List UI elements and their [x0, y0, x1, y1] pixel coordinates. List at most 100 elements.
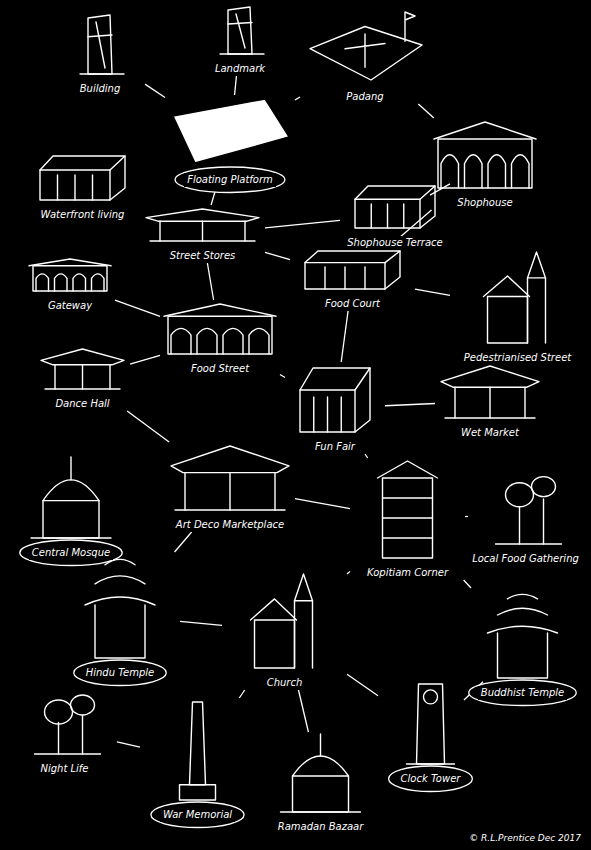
building-sketch: [450, 250, 585, 365]
place-label: Local Food Gathering: [469, 552, 582, 566]
sketch-stroke: [378, 461, 438, 478]
sketch-stroke: [383, 478, 433, 558]
sketch-stroke: [110, 156, 125, 200]
sketch-stroke: [405, 12, 415, 41]
connector-line: [464, 580, 471, 588]
label-ellipse: [151, 802, 244, 828]
sketch-stroke: [498, 633, 548, 678]
sketch-stroke: [364, 267, 365, 289]
sketch-stroke: [445, 417, 535, 418]
sketch-stroke: [59, 716, 83, 755]
connector-line: [235, 76, 237, 95]
sketch-stroke: [434, 122, 536, 139]
place-label: Art Deco Marketplace: [173, 518, 287, 532]
sketch-stroke: [175, 509, 285, 510]
building-node: Dance Hall: [35, 345, 130, 411]
sketch-stroke: [385, 251, 400, 289]
sketch-stroke: [249, 328, 269, 354]
sketch-stroke: [40, 156, 125, 170]
place-label: Shophouse: [454, 196, 515, 210]
sketch-stroke: [455, 387, 525, 418]
building-node: Central Mosque: [12, 455, 130, 560]
sketch-stroke: [43, 480, 99, 538]
label-ellipse: [74, 660, 167, 686]
sketch-stroke: [528, 252, 546, 278]
sketch-stroke: [324, 267, 325, 289]
connector-line: [298, 690, 308, 732]
sketch-stroke: [168, 316, 272, 354]
sketch-stroke: [220, 14, 264, 54]
sketch-stroke: [293, 756, 349, 812]
building-sketch: [268, 732, 373, 834]
place-label: Food Street: [188, 362, 252, 376]
connector-line: [347, 571, 350, 574]
sketch-stroke: [95, 576, 145, 584]
place-label: Waterfront living: [38, 208, 128, 222]
sketch-stroke: [173, 99, 289, 163]
sketch-stroke: [300, 368, 370, 390]
sketch-stroke: [438, 139, 532, 188]
sketch-stroke: [293, 775, 349, 776]
connector-line: [385, 403, 435, 405]
place-label: Hindu Temple: [83, 666, 158, 680]
building-node: Hindu Temple: [60, 552, 180, 680]
connector-line: [465, 516, 468, 517]
sketch-stroke: [43, 500, 99, 501]
place-label: Church: [264, 676, 306, 690]
sketch-stroke: [45, 388, 120, 389]
sketch-stroke: [74, 175, 75, 200]
sketch-stroke: [40, 170, 110, 200]
sketch-stroke: [295, 574, 313, 601]
connector-line: [145, 84, 165, 97]
place-label: Padang: [343, 90, 386, 104]
sketch-stroke: [150, 240, 255, 241]
building-node: Gateway: [25, 255, 115, 313]
sketch-stroke: [180, 785, 216, 800]
sketch-stroke: [355, 199, 420, 228]
sketch-stroke: [88, 35, 112, 37]
sketch-stroke: [160, 221, 245, 241]
place-label: War Memorial: [160, 808, 235, 822]
sketch-stroke: [33, 266, 107, 291]
sketch-stroke: [305, 263, 385, 289]
sketch-stroke: [344, 267, 345, 289]
sketch-stroke: [327, 397, 328, 432]
sketch-stroke: [105, 559, 135, 564]
building-node: Wet Market: [435, 362, 545, 440]
place-label: Ramadan Bazaar: [275, 820, 367, 834]
building-node: Kopitiam Corner: [350, 458, 465, 580]
place-label: Shophouse Terrace: [344, 236, 446, 250]
connector-line: [418, 104, 434, 118]
place-label: Floating Platform: [184, 173, 276, 187]
sketch-stroke: [146, 209, 259, 221]
sketch-stroke: [171, 328, 191, 354]
sketch-stroke: [355, 368, 370, 432]
building-node: Food Street: [160, 300, 280, 376]
sketch-stroke: [420, 186, 435, 228]
sketch-stroke: [383, 497, 433, 498]
sketch-stroke: [441, 366, 539, 387]
connector-line: [239, 690, 244, 698]
connector-line: [130, 355, 160, 364]
connector-line: [265, 220, 340, 227]
sketch-stroke: [36, 274, 49, 291]
sketch-stroke: [313, 397, 314, 432]
sketch-stroke: [532, 477, 556, 497]
sketch-stroke: [300, 390, 355, 432]
sketch-stroke: [171, 446, 289, 473]
label-ellipse: [20, 540, 122, 566]
place-label: Dance Hall: [52, 397, 112, 411]
building-node: Shophouse Terrace: [340, 180, 450, 250]
connector-line: [295, 97, 300, 100]
place-label: Pedestrianised Street: [461, 351, 574, 365]
place-label: Fun Fair: [312, 440, 358, 454]
building-sketch: [12, 455, 130, 560]
sketch-stroke: [528, 278, 546, 343]
sketch-stroke: [223, 328, 243, 354]
building-node: Waterfront living: [25, 150, 140, 222]
sketch-stroke: [383, 517, 433, 518]
sketch-stroke: [164, 304, 276, 316]
connector-line: [175, 532, 192, 552]
sketch-stroke: [341, 397, 342, 432]
building-sketch: [60, 552, 180, 680]
